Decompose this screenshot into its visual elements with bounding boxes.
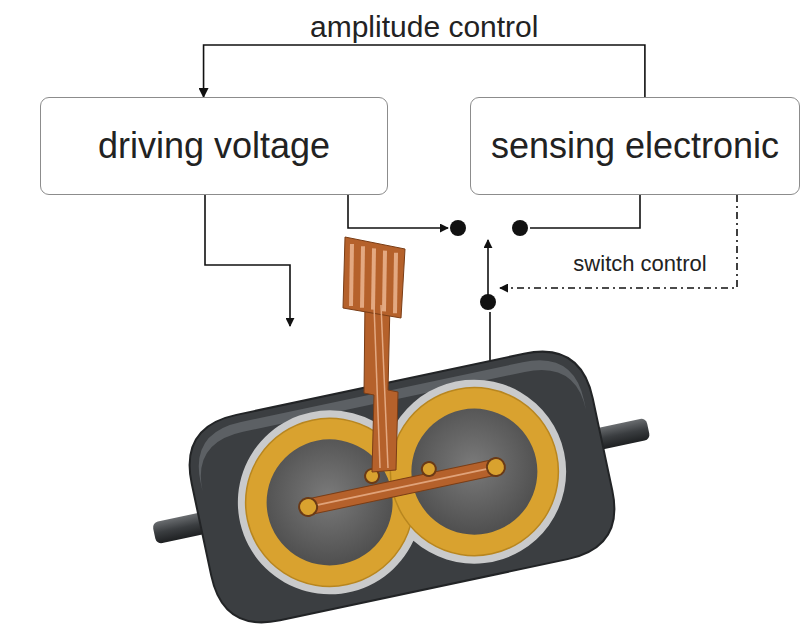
sense-to-switch-wire <box>530 195 640 228</box>
solder-pad <box>297 496 318 517</box>
solder-pads <box>294 442 506 518</box>
switch-contact <box>450 220 466 236</box>
switch-contact <box>512 220 528 236</box>
flex-trace <box>312 468 492 506</box>
connector-label: amplitude control <box>307 10 541 44</box>
switch-arm <box>487 240 489 302</box>
stem-trace <box>381 305 388 468</box>
switch-contacts <box>450 220 528 310</box>
solder-pad <box>485 456 506 477</box>
box-label: driving voltage <box>98 125 330 167</box>
housing-shell <box>180 342 625 627</box>
process-box: sensing electronic <box>470 97 800 195</box>
drive-wire <box>205 195 290 326</box>
stem-trace <box>374 305 380 468</box>
signal-label: switch control <box>570 251 709 277</box>
connector-traces <box>351 244 396 313</box>
connector-trace <box>373 248 374 309</box>
signal-wires <box>205 195 737 385</box>
switch-pivot <box>480 294 496 310</box>
flex-circuit <box>343 237 405 472</box>
flex-bridge <box>301 458 504 516</box>
connector-trace <box>362 246 363 308</box>
connector-trace <box>384 251 385 312</box>
connector-trace <box>351 244 352 306</box>
feedback-connector <box>204 45 645 97</box>
process-box: driving voltage <box>40 97 388 195</box>
housing-cavity <box>221 363 584 612</box>
sensor-housing <box>134 332 672 627</box>
drive-to-switch-wire <box>348 195 448 228</box>
stem-traces <box>374 305 388 468</box>
flex-stem <box>364 300 398 472</box>
connector-trace <box>395 253 396 313</box>
solder-pad <box>421 461 438 478</box>
box-label: sensing electronic <box>491 125 779 167</box>
switch-control-wire <box>500 195 737 288</box>
